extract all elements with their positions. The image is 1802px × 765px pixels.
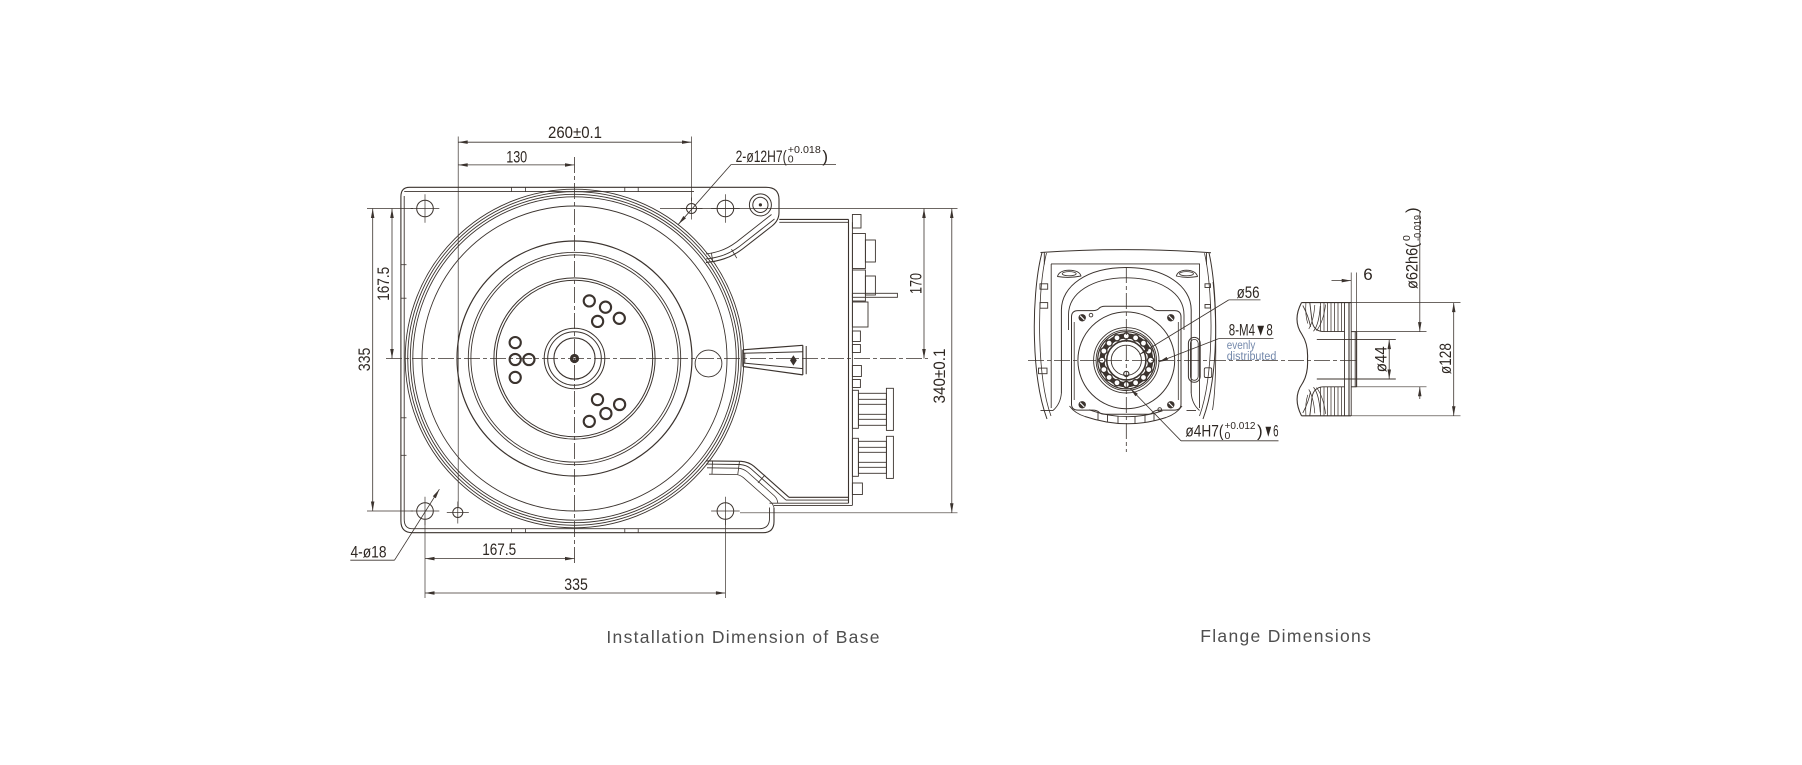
svg-text:ø62h6(: ø62h6( (1403, 243, 1422, 289)
svg-text:distributed: distributed (1227, 351, 1277, 363)
svg-text:): ) (822, 147, 828, 166)
svg-text:167.5: 167.5 (482, 540, 516, 559)
svg-text:-0.019: -0.019 (1412, 215, 1424, 241)
svg-text:evenly: evenly (1227, 340, 1256, 352)
svg-text:130: 130 (506, 148, 527, 167)
svg-text:335: 335 (355, 348, 374, 372)
svg-text:): ) (1257, 422, 1263, 441)
svg-text:335: 335 (564, 575, 588, 594)
svg-text:Flange Dimensions: Flange Dimensions (1200, 626, 1372, 646)
svg-text:): ) (1403, 207, 1422, 213)
svg-text:ø56: ø56 (1237, 283, 1260, 302)
svg-text:0: 0 (788, 154, 794, 166)
svg-text:▼6: ▼6 (1264, 422, 1279, 441)
svg-text:260±0.1: 260±0.1 (548, 123, 602, 142)
svg-text:+0.018: +0.018 (788, 144, 821, 156)
svg-text:167.5: 167.5 (374, 267, 393, 301)
svg-text:170: 170 (906, 273, 925, 294)
svg-text:ø44: ø44 (1371, 346, 1390, 372)
svg-text:+0.012: +0.012 (1225, 420, 1256, 432)
svg-text:8-M4▼8: 8-M4▼8 (1229, 320, 1273, 339)
svg-text:0: 0 (1225, 430, 1231, 442)
svg-text:4-ø18: 4-ø18 (351, 542, 387, 561)
svg-text:ø4H7(: ø4H7( (1185, 422, 1223, 441)
svg-text:ø128: ø128 (1436, 343, 1455, 374)
svg-text:0: 0 (1401, 235, 1413, 241)
svg-text:Installation Dimension of Base: Installation Dimension of Base (606, 627, 880, 647)
svg-text:6: 6 (1363, 265, 1372, 284)
svg-text:340±0.1: 340±0.1 (930, 349, 949, 404)
svg-text:2-ø12H7(: 2-ø12H7( (736, 147, 787, 166)
